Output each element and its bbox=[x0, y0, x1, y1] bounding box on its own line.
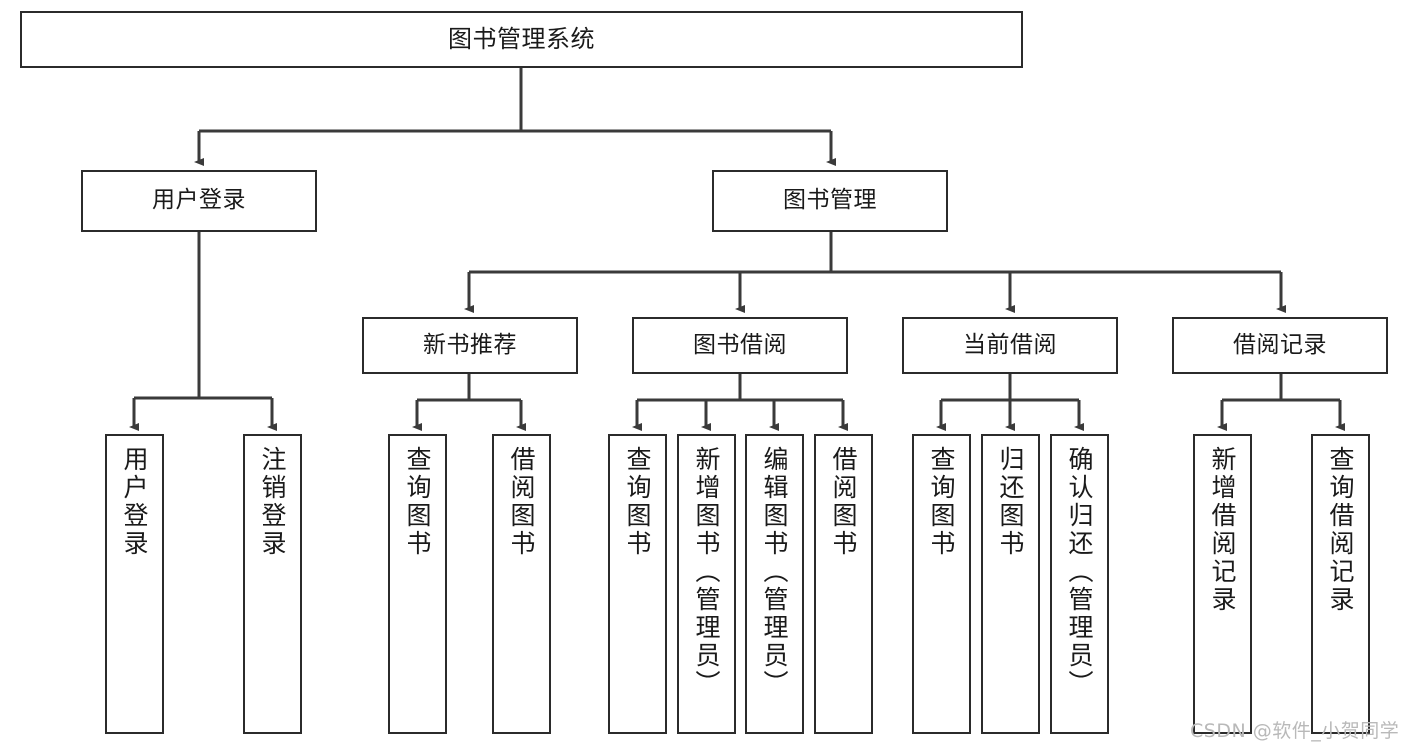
node-label: 归还图书 bbox=[996, 446, 1025, 558]
node-user-login[interactable]: 用户登录 bbox=[81, 170, 317, 232]
node-label: 用户登录 bbox=[120, 446, 149, 558]
leaf-book-borrow-query[interactable]: 查询图书 bbox=[608, 434, 667, 734]
node-label: 图书管理 bbox=[783, 187, 877, 214]
node-label: 查询图书 bbox=[403, 446, 432, 558]
node-label: 新书推荐 bbox=[423, 331, 517, 358]
leaf-borrow-record-add[interactable]: 新增借阅记录 bbox=[1193, 434, 1252, 734]
node-current-borrow[interactable]: 当前借阅 bbox=[902, 317, 1118, 374]
node-root-library-system[interactable]: 图书管理系统 bbox=[20, 11, 1023, 68]
node-label: 新增借阅记录 bbox=[1208, 446, 1237, 614]
node-label: 图书借阅 bbox=[693, 331, 787, 358]
leaf-borrow-record-query[interactable]: 查询借阅记录 bbox=[1311, 434, 1370, 734]
node-label: 确认归还（管理员） bbox=[1065, 446, 1094, 698]
leaf-new-book-query[interactable]: 查询图书 bbox=[388, 434, 447, 734]
node-label: 注销登录 bbox=[258, 446, 287, 558]
node-label: 当前借阅 bbox=[963, 331, 1057, 358]
node-book-borrow[interactable]: 图书借阅 bbox=[632, 317, 848, 374]
node-label: 新增图书（管理员） bbox=[692, 446, 721, 698]
leaf-book-borrow-add[interactable]: 新增图书（管理员） bbox=[677, 434, 736, 734]
node-label: 图书管理系统 bbox=[448, 25, 595, 54]
leaf-current-borrow-return[interactable]: 归还图书 bbox=[981, 434, 1040, 734]
leaf-book-borrow-edit[interactable]: 编辑图书（管理员） bbox=[745, 434, 804, 734]
csdn-watermark: CSDN @软件_小贺同学 bbox=[1190, 720, 1400, 742]
node-label: 编辑图书（管理员） bbox=[760, 446, 789, 698]
leaf-new-book-borrow[interactable]: 借阅图书 bbox=[492, 434, 551, 734]
node-label: 查询图书 bbox=[927, 446, 956, 558]
node-book-management[interactable]: 图书管理 bbox=[712, 170, 948, 232]
node-label: 借阅记录 bbox=[1233, 331, 1327, 358]
node-label: 用户登录 bbox=[152, 187, 246, 214]
leaf-book-borrow-borrow[interactable]: 借阅图书 bbox=[814, 434, 873, 734]
node-new-book-recommend[interactable]: 新书推荐 bbox=[362, 317, 578, 374]
node-label: 查询图书 bbox=[623, 446, 652, 558]
leaf-current-borrow-confirm-return[interactable]: 确认归还（管理员） bbox=[1050, 434, 1109, 734]
node-label: 借阅图书 bbox=[829, 446, 858, 558]
node-label: 借阅图书 bbox=[507, 446, 536, 558]
node-borrow-record[interactable]: 借阅记录 bbox=[1172, 317, 1388, 374]
node-label: 查询借阅记录 bbox=[1326, 446, 1355, 614]
leaf-user-login-logout[interactable]: 注销登录 bbox=[243, 434, 302, 734]
leaf-current-borrow-query[interactable]: 查询图书 bbox=[912, 434, 971, 734]
leaf-user-login-login[interactable]: 用户登录 bbox=[105, 434, 164, 734]
